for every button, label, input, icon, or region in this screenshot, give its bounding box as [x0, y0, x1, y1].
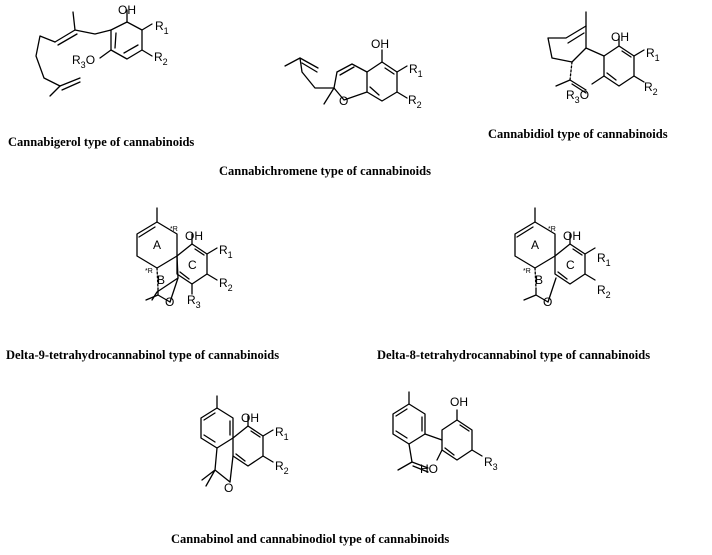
r2-label: R2 [275, 459, 289, 476]
cannabidiol-structure: OH R1 R2 R3O Cannabidiol type of cannabi… [488, 11, 668, 141]
stereo-label: *R [170, 226, 178, 233]
hydroxyl-label: OH [611, 30, 629, 44]
r1-label: R1 [597, 251, 611, 268]
r2-label: R2 [154, 50, 168, 67]
delta8-thc-structure: OH R1 R2 O A B C *R *R Delta-8-tetrahydr… [377, 207, 650, 362]
r2-label: R2 [219, 276, 233, 293]
r3-label: R3 [484, 455, 498, 472]
r1-label: R1 [155, 19, 169, 36]
r1-label: R1 [275, 425, 289, 442]
hydroxyl-label: OH [371, 37, 389, 51]
ring-oxygen-label: O [165, 295, 174, 309]
cannabinol-structure: OH R1 R2 O [200, 395, 289, 495]
r2-label: R2 [644, 80, 658, 97]
caption-delta8-thc: Delta-8-tetrahydrocannabinol type of can… [377, 348, 650, 362]
caption-cannabichromene: Cannabichromene type of cannabinoids [219, 164, 431, 178]
hydroxyl-label: OH [185, 229, 203, 243]
ring-c-label: C [188, 258, 197, 272]
stereo-label: *R [548, 226, 556, 233]
delta9-thc-structure: OH R1 R2 R3 O A B C *R *R Delta-9-tetrah… [6, 207, 279, 362]
cannabinodiol-structure: OH HO R3 [392, 391, 498, 476]
ring-b-label: B [535, 273, 543, 287]
r2-label: R2 [408, 93, 422, 110]
hydroxyl-label: OH [563, 229, 581, 243]
ring-oxygen-label: O [543, 295, 552, 309]
ring-oxygen-label: O [339, 94, 348, 108]
ring-a-label: A [153, 238, 161, 252]
r1-label: R1 [409, 62, 423, 79]
ether-label: R3O [566, 88, 589, 105]
caption-delta9-thc: Delta-9-tetrahydrocannabinol type of can… [6, 348, 279, 362]
r1-label: R1 [219, 243, 233, 260]
caption-cannabidiol: Cannabidiol type of cannabinoids [488, 127, 668, 141]
ether-label: R3O [72, 53, 95, 70]
ring-b-label: B [157, 273, 165, 287]
ring-a-label: A [531, 238, 539, 252]
cannabichromene-structure: OH R1 R2 O Cannabichromene type of canna… [219, 37, 431, 178]
hydroxyl-2-label: HO [420, 462, 438, 476]
r3-label: R3 [187, 293, 201, 310]
r1-label: R1 [646, 46, 660, 63]
ring-oxygen-label: O [224, 481, 233, 495]
stereo-label: *R [523, 268, 531, 275]
caption-cannabigerol: Cannabigerol type of cannabinoids [8, 135, 194, 149]
r2-label: R2 [597, 283, 611, 300]
hydroxyl-label: OH [118, 3, 136, 17]
hydroxyl-label: OH [450, 395, 468, 409]
ring-c-label: C [566, 258, 575, 272]
caption-cannabinol-cannabinodiol: Cannabinol and cannabinodiol type of can… [171, 532, 449, 546]
cannabigerol-structure: OH R1 R2 R3O Cannabigerol type of cannab… [8, 3, 194, 149]
hydroxyl-label: OH [241, 411, 259, 425]
stereo-label: *R [145, 268, 153, 275]
